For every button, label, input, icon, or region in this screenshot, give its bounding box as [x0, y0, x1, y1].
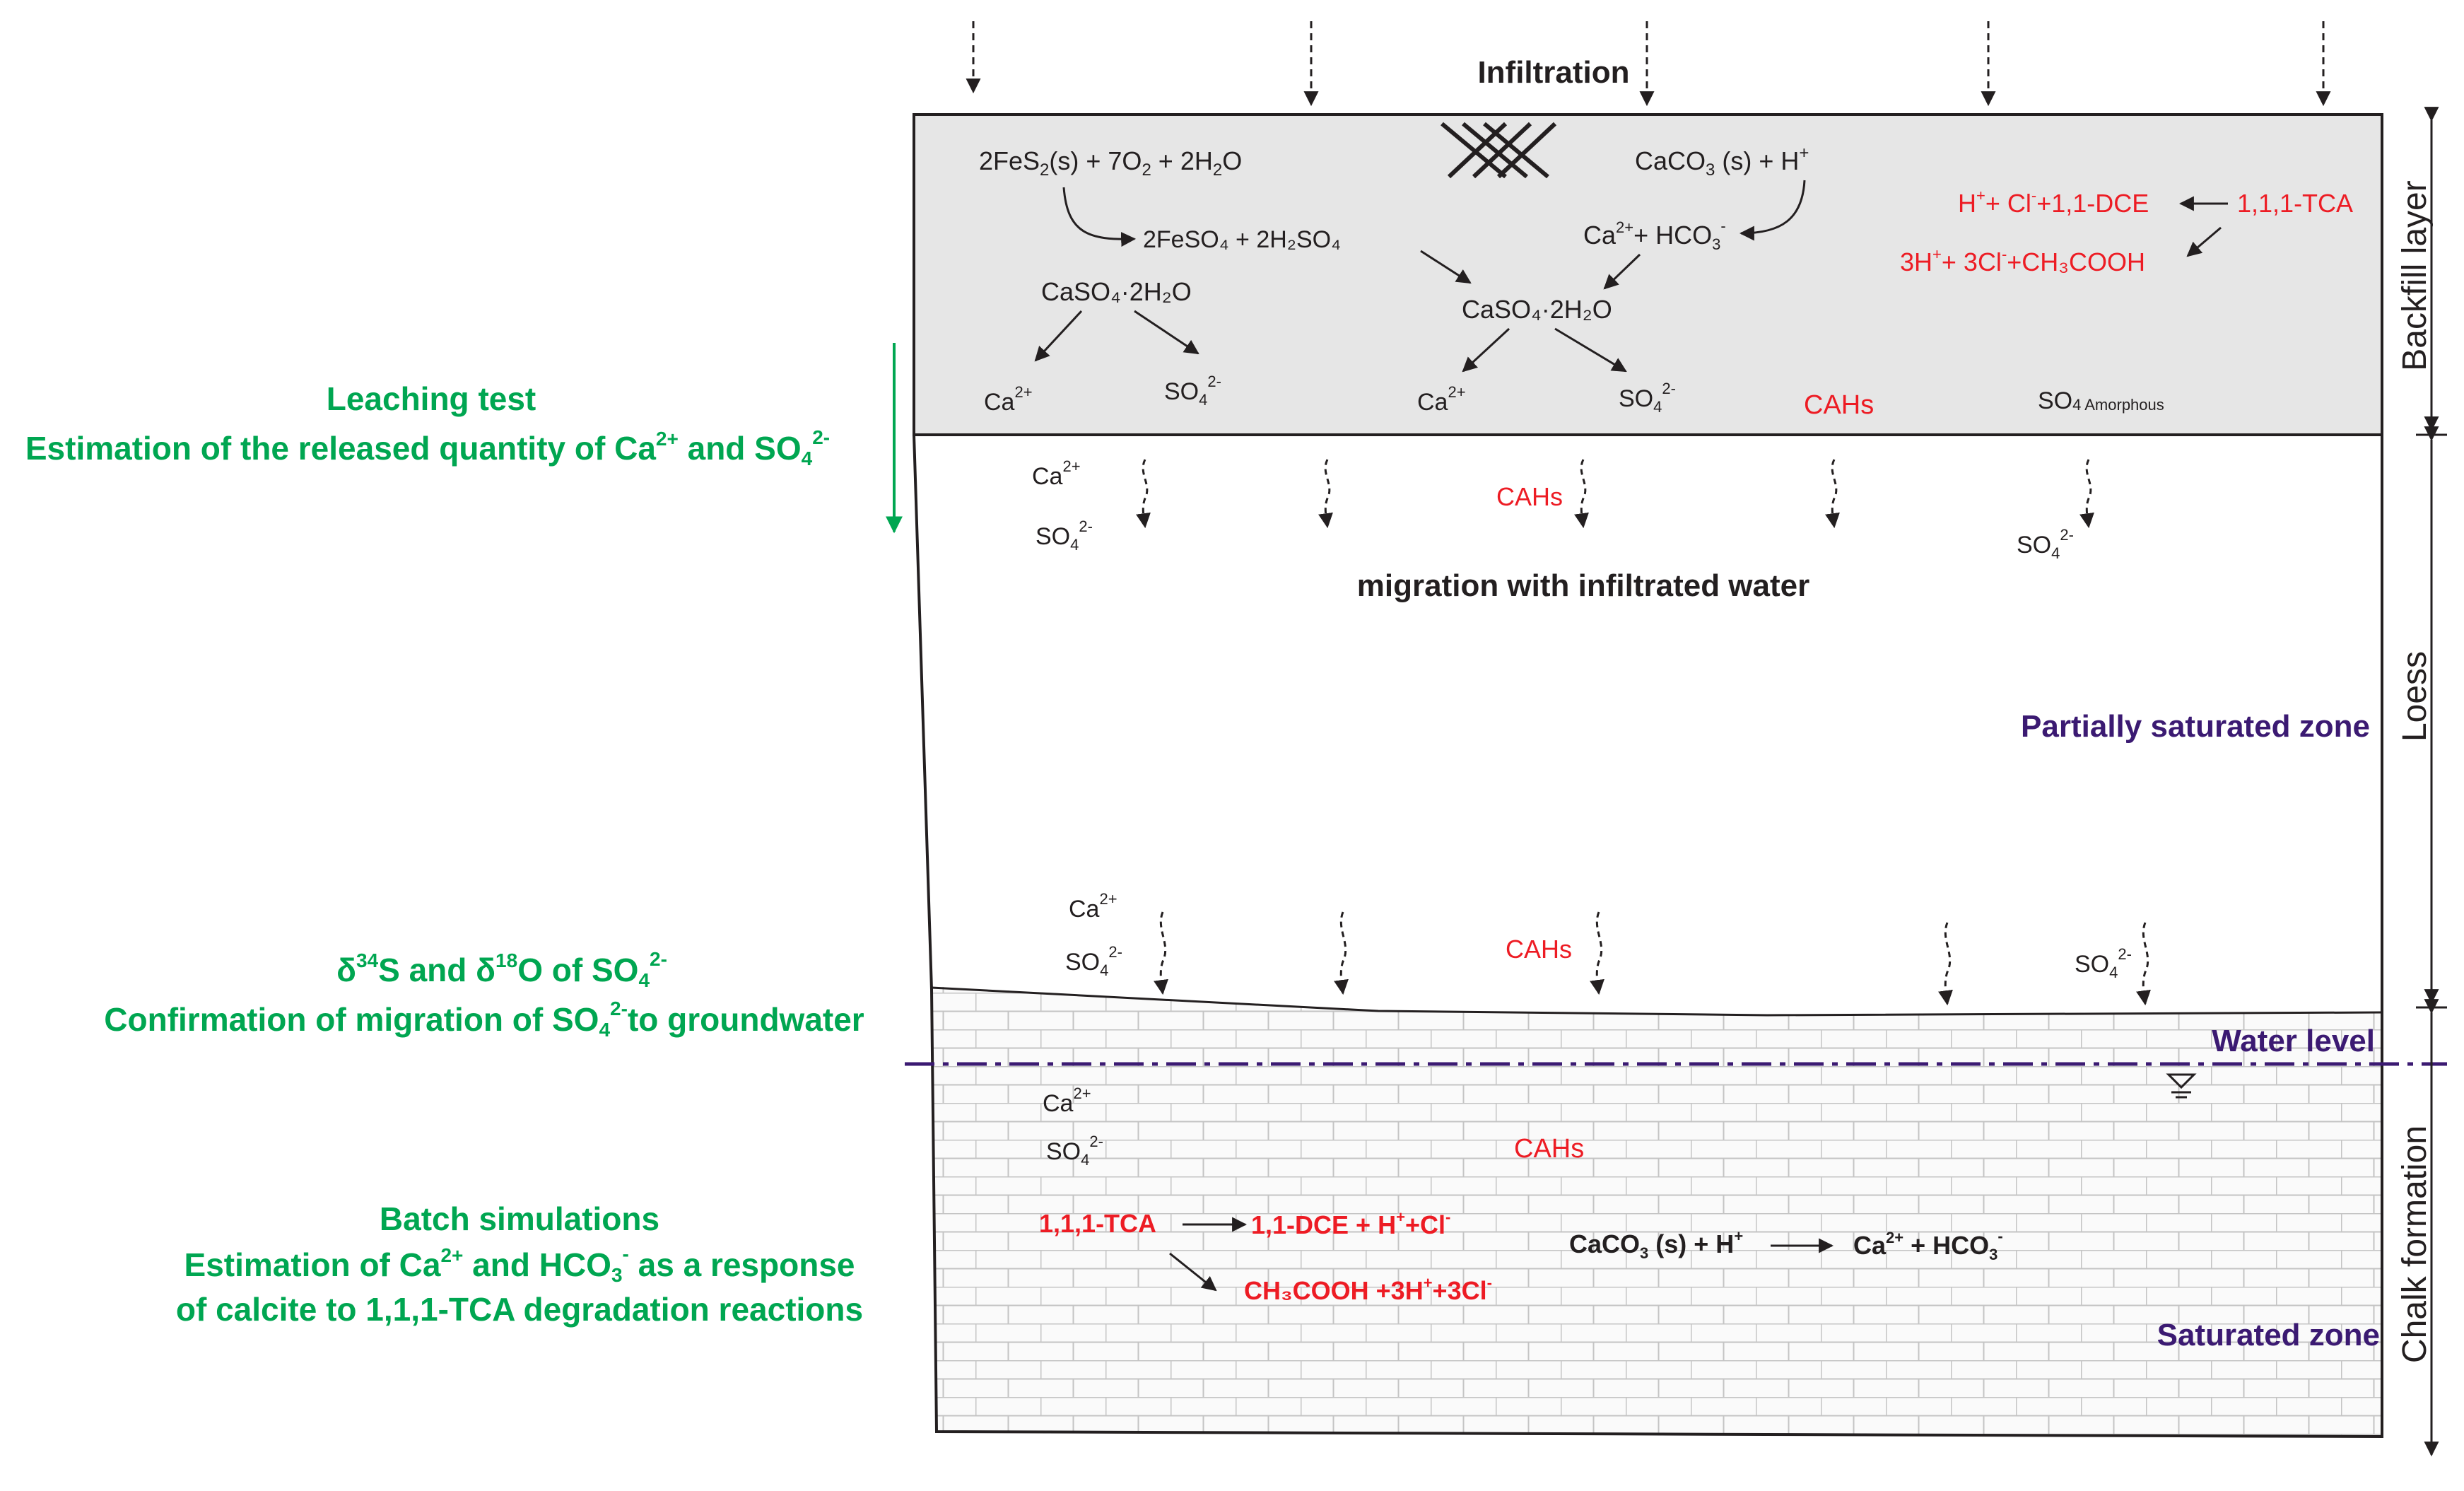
so4-ion-loess-bottom: SO42- — [1065, 943, 1122, 979]
tca-reactant-backfill: 1,1,1-TCA — [2237, 189, 2353, 218]
infiltration-label: Infiltration — [1477, 55, 1629, 90]
so4-ion-chalk: SO42- — [1046, 1133, 1103, 1169]
so4-amorphous: SO4 Amorphous — [2038, 387, 2164, 414]
fe-sulfate-products: 2FeSO₄ + 2H₂SO₄ — [1143, 226, 1341, 253]
calcite-products-backfill: Ca2++ HCO3- — [1583, 217, 1726, 253]
fe-to-gypsum-arrow — [1420, 250, 1472, 284]
backfill-layer-label: Backfill layer — [2396, 180, 2434, 370]
so4-ion-loess-top: SO42- — [1036, 518, 1093, 554]
gypsum-center-to-ca-arrow — [1462, 327, 1510, 373]
cahs-chalk: CAHs — [1514, 1134, 1584, 1164]
water-level-label: Water level — [2212, 1024, 2375, 1058]
chalk-formation-area — [931, 986, 2382, 1437]
tca-reaction-line-1: H++ Cl-+1,1-DCE — [1958, 187, 2149, 218]
migration-arrows-lower — [1154, 911, 2151, 1006]
ca-ion-loess-bottom: Ca2+ — [1069, 890, 1117, 923]
migration-arrow-u2 — [1318, 459, 1333, 529]
migration-arrow-l5 — [2136, 922, 2151, 1006]
leaching-test-title: Leaching test — [327, 380, 536, 417]
acetic-products-chalk: CH₃COOH +3H++3Cl- — [1244, 1274, 1492, 1305]
isotope-analysis-title: δ34S and δ18O of SO42- — [336, 948, 667, 991]
migration-arrow-l1 — [1154, 911, 1168, 995]
batch-simulations-text-1: Estimation of Ca2+ and HCO3- as a respon… — [184, 1243, 855, 1286]
ca-ion-loess-top: Ca2+ — [1032, 457, 1081, 490]
tca-to-acetic-arrow-chalk — [1169, 1252, 1217, 1292]
migration-label: migration with infiltrated water — [1357, 568, 1810, 603]
gypsum-left: CaSO₄·2H₂O — [1041, 277, 1192, 306]
so4-ion-backfill-1: SO42- — [1164, 373, 1221, 409]
calcite-arrow-backfill — [1739, 180, 1806, 241]
infiltration-arrows — [966, 21, 2331, 107]
cahs-loess-bottom: CAHs — [1506, 935, 1572, 964]
partially-saturated-zone-label: Partially saturated zone — [2021, 709, 2370, 744]
migration-arrow-l3 — [1590, 911, 1604, 995]
migration-arrow-u4 — [1825, 459, 1840, 529]
ca-ion-backfill-2: Ca2+ — [1417, 383, 1466, 416]
migration-arrows-upper — [1136, 459, 2094, 529]
water-table-icon — [2166, 1073, 2197, 1099]
migration-arrow-u1 — [1136, 459, 1151, 529]
migration-arrow-u5 — [2079, 459, 2094, 529]
cahs-backfill: CAHs — [1804, 390, 1874, 420]
so4-ion-backfill-2: SO42- — [1619, 380, 1676, 416]
contamination-hatch-icon — [1441, 122, 1557, 179]
gypsum-center-to-so4-arrow — [1554, 327, 1627, 373]
calcite-reaction-chalk: CaCO3 (s) + H+ — [1569, 1227, 1743, 1262]
batch-simulations-title: Batch simulations — [380, 1200, 659, 1237]
gypsum-left-to-so4-arrow — [1134, 310, 1199, 355]
tca-reaction-line-2: 3H++ 3Cl-+CH₃COOH — [1900, 245, 2145, 276]
batch-simulations-text-2: of calcite to 1,1,1-TCA degradation reac… — [176, 1291, 863, 1328]
saturated-zone-label: Saturated zone — [2157, 1318, 2380, 1352]
migration-arrow-u3 — [1574, 459, 1589, 529]
layer-scale-bar — [2416, 107, 2447, 1457]
calcite-products-chalk: Ca2+ + HCO3- — [1853, 1227, 2003, 1263]
isotope-analysis-text: Confirmation of migration of SO42-to gro… — [104, 998, 864, 1041]
pyrite-arrow — [1062, 187, 1137, 247]
calcite-reaction-backfill: CaCO3 (s) + H+ — [1635, 144, 1809, 180]
gypsum-center: CaSO₄·2H₂O — [1462, 295, 1612, 324]
backfill-layer-area — [913, 113, 2383, 436]
ca-ion-chalk: Ca2+ — [1043, 1084, 1091, 1117]
chalk-formation-label: Chalk formation — [2396, 1125, 2434, 1363]
leaching-test-text: Estimation of the released quantity of C… — [25, 426, 830, 469]
cahs-loess-top: CAHs — [1496, 482, 1563, 511]
dce-products-chalk: 1,1-DCE + H++Cl- — [1251, 1208, 1450, 1239]
so4-ion-loess-right: SO42- — [2017, 526, 2074, 562]
migration-arrow-l4 — [1938, 922, 1953, 1006]
so4-ion-loess-bottom-right: SO42- — [2075, 945, 2132, 981]
ca-ion-backfill-1: Ca2+ — [984, 383, 1033, 416]
pyrite-oxidation-reaction: 2FeS2(s) + 7O2 + 2H2O — [979, 146, 1242, 180]
migration-arrow-l2 — [1334, 911, 1349, 995]
tca-reactant-chalk: 1,1,1-TCA — [1039, 1209, 1156, 1238]
gypsum-left-to-ca-arrow — [1034, 310, 1083, 362]
tca-to-acetic-arrow — [2186, 226, 2222, 257]
loess-chalk-boundary — [931, 986, 2383, 1017]
loess-label: Loess — [2396, 651, 2434, 742]
calcite-to-gypsum-arrow — [1603, 253, 1641, 290]
